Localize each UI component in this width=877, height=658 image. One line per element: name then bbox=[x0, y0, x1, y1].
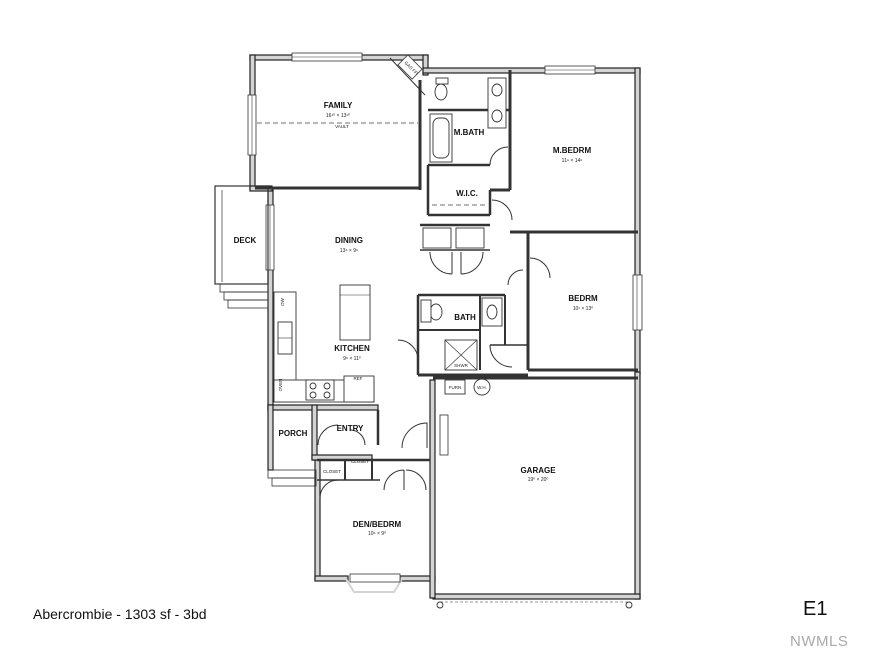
fixture-label-dw: DW bbox=[280, 298, 285, 306]
room-label-garage: GARAGE bbox=[520, 466, 556, 475]
room-dims-dining: 13⁶ × 9⁶ bbox=[340, 248, 358, 254]
interior-walls bbox=[255, 57, 638, 481]
room-label-wic: W.I.C. bbox=[456, 189, 478, 198]
room-dims-garage: 19⁰ × 20⁰ bbox=[528, 477, 549, 483]
elevation-label: E1 bbox=[803, 598, 828, 620]
room-label-mbath: M.BATH bbox=[454, 128, 485, 137]
room-label-entry: ENTRY bbox=[337, 424, 364, 433]
room-label-den: DEN/BEDRM bbox=[353, 520, 402, 529]
windows bbox=[247, 52, 643, 583]
fixture-label-shwr: SHWR bbox=[454, 363, 468, 368]
room-dims-kitchen: 9⁶ × 11⁰ bbox=[343, 356, 361, 362]
room-label-family: FAMILY bbox=[324, 101, 353, 110]
room-label-bedrm: BEDRM bbox=[568, 294, 598, 303]
nwmls-watermark: NWMLS bbox=[790, 633, 849, 650]
fixtures bbox=[257, 54, 633, 609]
fixture-label-wh: W.H. bbox=[477, 385, 487, 390]
fixture-label-furn: FURN bbox=[449, 385, 462, 390]
room-label-closet-2: CLOSET bbox=[323, 469, 341, 474]
room-label-dining: DINING bbox=[335, 236, 363, 245]
deck bbox=[214, 185, 269, 309]
room-note-family: VAULT bbox=[335, 124, 349, 129]
room-dims-mbedrm: 11⁹ × 14⁶ bbox=[562, 158, 583, 164]
room-dims-bedrm: 10¹ × 13⁰ bbox=[573, 306, 594, 312]
room-label-closet-1: CLOSET bbox=[351, 459, 369, 464]
room-label-porch: PORCH bbox=[279, 429, 308, 438]
fixture-label-ref: REF bbox=[354, 376, 363, 381]
plan-caption: Abercrombie - 1303 sf - 3bd bbox=[33, 606, 207, 622]
room-label-kitchen: KITCHEN bbox=[334, 344, 370, 353]
fixture-label-oven: OVEN bbox=[278, 379, 283, 392]
exterior-walls bbox=[249, 54, 641, 600]
room-label-deck: DECK bbox=[234, 236, 257, 245]
room-label-mbedrm: M.BEDRM bbox=[553, 146, 592, 155]
porch-steps bbox=[267, 469, 317, 487]
room-label-bath: BATH bbox=[454, 313, 476, 322]
room-labels: FAMILY 16¹⁰ × 13¹⁰ VAULT M.BATH M.BEDRM … bbox=[234, 101, 598, 537]
room-dims-family: 16¹⁰ × 13¹⁰ bbox=[326, 113, 350, 119]
room-dims-den: 10⁶ × 9⁰ bbox=[368, 531, 386, 537]
